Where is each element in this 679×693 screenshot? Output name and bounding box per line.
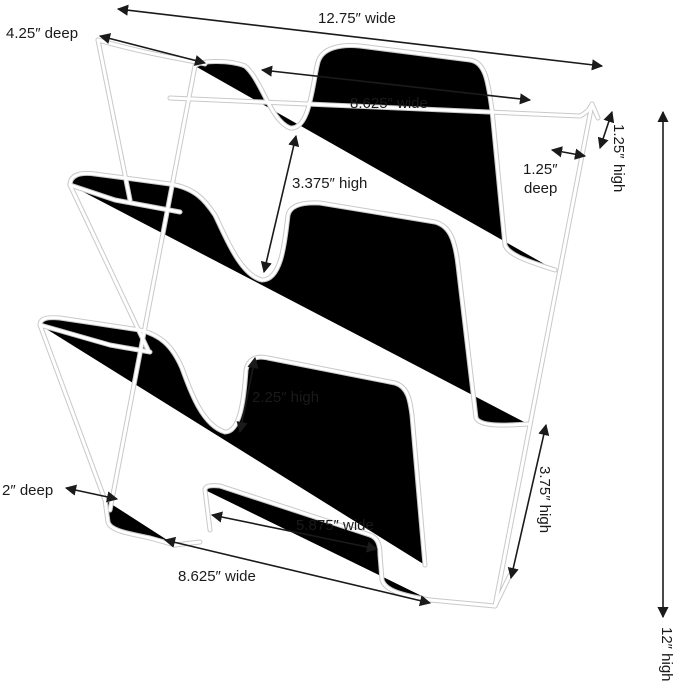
label-top-slot-depth-value: 1.25″ xyxy=(523,161,558,178)
label-upper-cutout-height: 3.375″ high xyxy=(292,175,367,192)
label-top-slot-height-unit: high xyxy=(610,164,627,192)
label-top-slot-depth-unit: deep xyxy=(524,180,557,197)
label-overall-depth: 4.25″ deep xyxy=(6,25,78,42)
dim-line-upper-cutout-height xyxy=(260,134,300,274)
label-bottom-inner-width: 8.625″ wide xyxy=(178,568,256,585)
dim-line-top-slot-depth xyxy=(550,146,587,160)
label-top-inner-width: 8.625″ wide xyxy=(350,95,428,112)
label-bottom-cutout-width: 5.875″ wide xyxy=(296,517,374,534)
dim-line-top-slot-height xyxy=(597,110,615,150)
dim-line-bottom-depth xyxy=(64,484,119,503)
dim-line-top-inner-width xyxy=(260,65,532,105)
dim-line-middle-cutout-height xyxy=(236,356,259,434)
label-middle-cutout-height: 2.25″ high xyxy=(252,389,319,406)
label-bottom-depth: 2″ deep xyxy=(2,482,53,499)
label-overall-height: 12″ high xyxy=(658,627,675,682)
dim-line-bottom-inner-width xyxy=(163,536,432,607)
dim-line-overall-width xyxy=(116,4,604,71)
label-side-height: 3.75″ high xyxy=(536,466,553,533)
dim-line-side-height xyxy=(507,423,550,580)
label-overall-width: 12.75″ wide xyxy=(318,10,396,27)
label-top-slot-height-value: 1.25″ xyxy=(610,124,627,159)
dimension-labels: 12.75″ wide 4.25″ deep 8.625″ wide 1.25″… xyxy=(2,10,675,682)
dimension-lines xyxy=(64,4,669,619)
dim-line-overall-depth xyxy=(98,33,207,66)
